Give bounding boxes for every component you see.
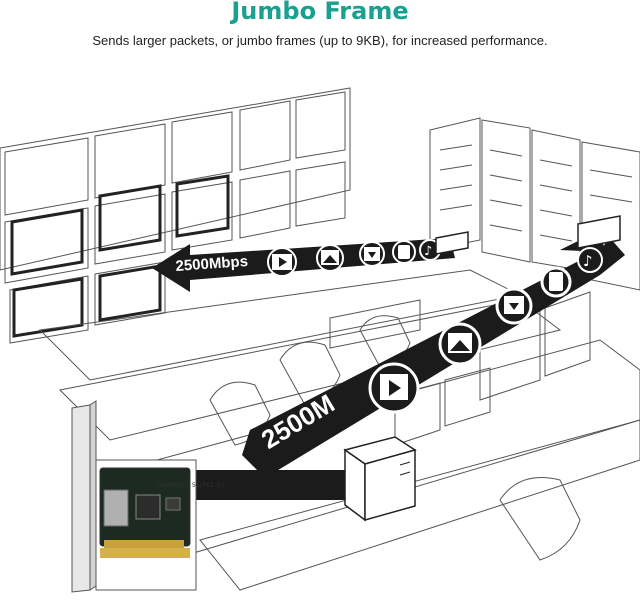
active-monitors: [10, 174, 230, 338]
image-icon: [316, 244, 344, 272]
film-icon: [368, 362, 420, 414]
network-switches: [435, 215, 621, 255]
svg-text:♪: ♪: [583, 252, 593, 270]
mobile-icon: [392, 240, 416, 264]
upper-arrow-icons: ♪: [267, 239, 441, 277]
svg-text:♪: ♪: [424, 244, 432, 259]
pcie-connector: [104, 540, 184, 548]
pc-tower: [343, 436, 417, 522]
page-subtitle: Sends larger packets, or jumbo frames (u…: [92, 33, 548, 48]
card-chip-label: 1000MPS&2.5G(PCI-E): [156, 482, 225, 489]
film-icon: [267, 247, 297, 277]
download-icon: [359, 241, 385, 267]
download-icon: [495, 287, 533, 325]
controller-chip: [135, 494, 161, 520]
music-icon: ♪: [577, 247, 603, 273]
mobile-icon: [540, 266, 572, 298]
image-icon: [438, 322, 482, 366]
monitor-wall: [0, 87, 351, 344]
lower-arrow-icons: ♪: [368, 247, 603, 414]
page-title: Jumbo Frame: [231, 0, 409, 25]
pcie-network-card: [71, 400, 197, 593]
rj45-port: [103, 489, 129, 527]
